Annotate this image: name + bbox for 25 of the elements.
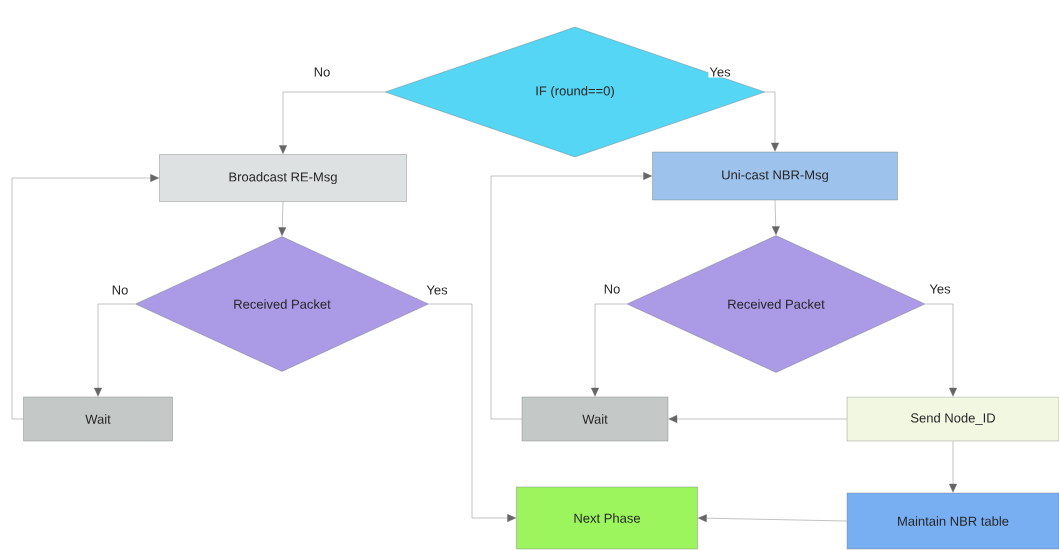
process-box: Maintain NBR table [846, 492, 1059, 550]
arrow [949, 441, 957, 493]
arrow [591, 303, 627, 397]
process-box: Next Phase [516, 486, 698, 550]
edge-label: No [312, 66, 332, 78]
process-box: Send Node_ID [846, 396, 1059, 442]
process-box: Wait [521, 396, 669, 442]
arrow [765, 91, 779, 152]
edge-label: No [110, 284, 130, 296]
arrow [668, 415, 847, 423]
arrow [279, 91, 385, 154]
arrow [698, 514, 847, 523]
arrow [925, 303, 957, 397]
arrow [11, 174, 159, 420]
edge-label: Yes [928, 283, 952, 295]
process-box: Wait [23, 396, 173, 442]
arrow [94, 303, 136, 397]
arrow [771, 200, 780, 235]
process-box: Uni-cast NBR-Msg [652, 151, 898, 201]
arrow [278, 201, 287, 236]
process-box: Broadcast RE-Msg [159, 154, 407, 202]
arrow [428, 303, 517, 522]
edge-label: No [602, 283, 622, 295]
edge-label: Yes [708, 66, 732, 78]
arrow [490, 172, 652, 420]
